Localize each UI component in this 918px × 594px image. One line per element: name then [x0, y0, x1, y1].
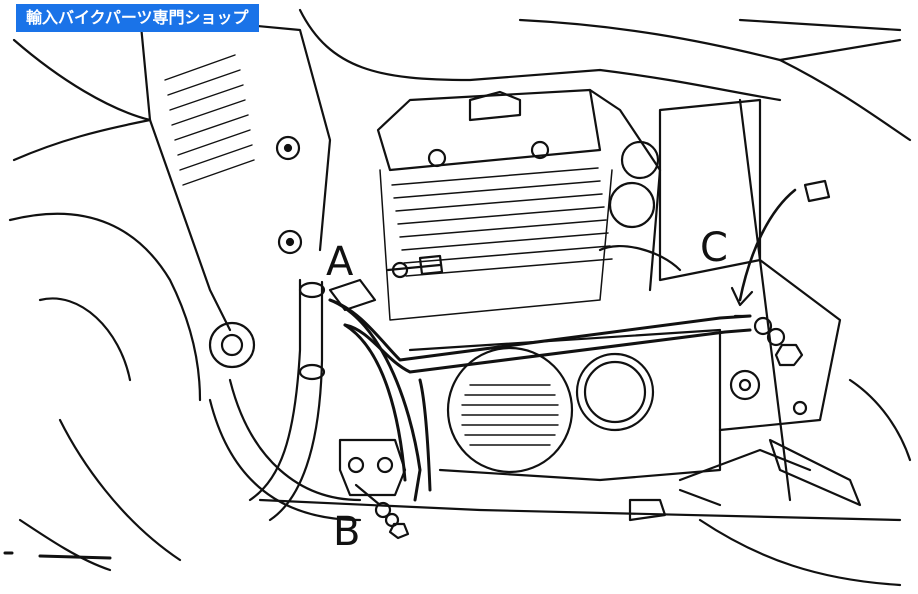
cover-louvers — [461, 384, 559, 446]
crankcase — [408, 328, 722, 482]
frame-left-bolts — [208, 135, 303, 369]
mount-bracket-b — [338, 438, 410, 540]
engine-guard-bar — [328, 298, 752, 502]
callout-label-a: A — [326, 239, 354, 285]
shop-banner: 輸入バイクパーツ専門ショップ — [16, 4, 259, 32]
mount-hardware-c — [730, 179, 831, 367]
exhaust-pipes — [208, 278, 902, 522]
carburetor-area — [598, 98, 762, 282]
callout-label-b: B — [333, 509, 361, 555]
mount-hardware-a — [328, 254, 444, 312]
callout-label-c: C — [700, 225, 728, 271]
radiator-fins — [164, 54, 255, 186]
fairing-left — [8, 13, 332, 572]
footer-marks — [3, 551, 112, 560]
tank-outline — [298, 8, 912, 142]
cylinder-head — [376, 88, 662, 292]
rear-frame-footpeg — [628, 98, 912, 587]
cylinder-fins — [379, 167, 613, 321]
